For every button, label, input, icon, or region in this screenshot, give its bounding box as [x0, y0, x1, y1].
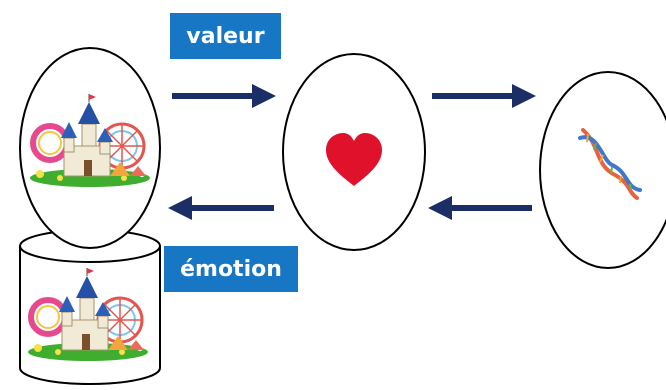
arrow-bottom-left-head — [168, 196, 192, 220]
label-emotion-bg — [164, 246, 298, 292]
arrow-top-left-head — [252, 84, 276, 108]
label-valeur: valeur — [186, 23, 265, 49]
arrow-top-right-head — [512, 84, 536, 108]
dna-helix-icon — [578, 128, 642, 200]
label-emotion: émotion — [180, 256, 282, 282]
right-node-ellipse — [539, 71, 666, 269]
arrow-bottom-right-head — [428, 196, 452, 220]
label-valeur-bg — [170, 13, 281, 59]
heart-icon — [326, 133, 382, 186]
